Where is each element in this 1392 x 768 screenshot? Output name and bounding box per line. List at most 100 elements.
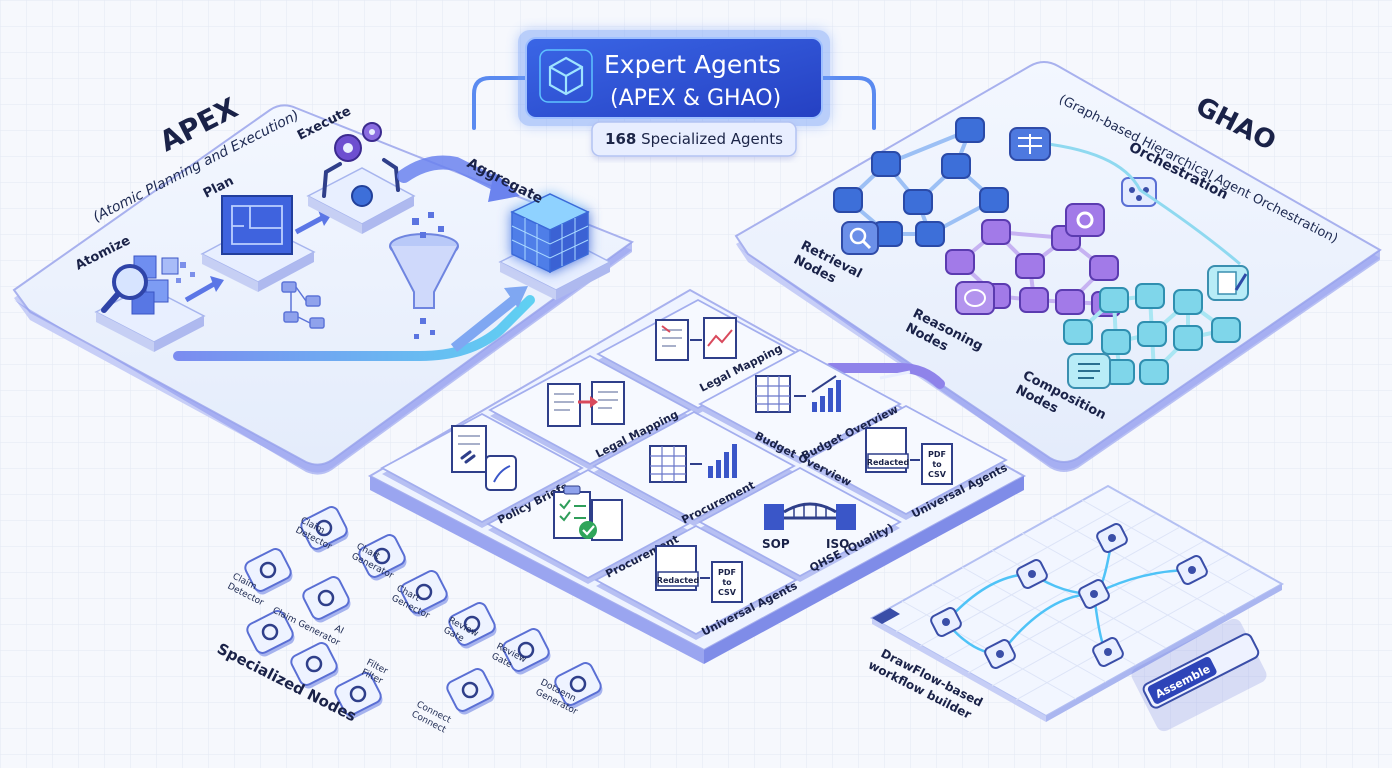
drawflow-node-icon: [1090, 590, 1098, 598]
node-glyph-icon: [373, 547, 391, 565]
blueprint-icon: [221, 195, 293, 255]
flow-arrow-icon: [397, 155, 507, 193]
document-icon: [1067, 353, 1111, 389]
reasoning-node: [1089, 255, 1119, 281]
legal-mapping-icon: [547, 381, 625, 427]
redact-pdf-icon: Redacted PDF to CSV: [655, 545, 743, 603]
specialized-node[interactable]: [501, 627, 551, 674]
aggregate-step: [498, 193, 612, 300]
composition-node: [1099, 287, 1129, 313]
checklist-icon: [553, 485, 623, 541]
legal-mapping-icon: [655, 317, 737, 361]
specialized-node[interactable]: [289, 641, 339, 688]
iso-label: ISO: [826, 537, 849, 551]
specialized-node[interactable]: [301, 575, 351, 622]
retrieval-node: [871, 151, 901, 177]
node-glyph-icon: [349, 685, 367, 703]
specialized-node[interactable]: [245, 609, 295, 656]
tile-budget-overview[interactable]: [698, 348, 902, 460]
sop-label: SOP: [762, 537, 790, 551]
retrieval-node: [903, 189, 933, 215]
composition-graph: [1063, 283, 1241, 385]
gear-icon: [1065, 203, 1105, 237]
pdf-label: PDF: [718, 568, 736, 577]
flow-line: [825, 363, 945, 389]
node-glyph-icon: [415, 583, 433, 601]
orchestration-link: [1029, 140, 1241, 266]
robot-arm-icon: [322, 158, 400, 198]
apex-panel: [12, 104, 635, 475]
flowchart-icon: [281, 281, 325, 329]
specialized-node[interactable]: [299, 505, 349, 552]
data-cube-icon: [510, 193, 590, 274]
reasoning-node: [981, 219, 1011, 245]
to-label: to: [932, 460, 942, 469]
drawflow-nodes: [930, 523, 1208, 669]
node-glyph-icon: [305, 655, 323, 673]
drawflow-canvas: [869, 484, 1285, 722]
pdf-label: PDF: [928, 450, 946, 459]
specialized-node[interactable]: [445, 667, 495, 714]
spreadsheet-chart-icon: [649, 444, 737, 483]
hero-badge: Expert Agents (APEX & GHAO): [518, 30, 830, 126]
composition-node: [1101, 329, 1131, 355]
redact-pdf-icon: Redacted PDF to CSV: [865, 427, 953, 485]
tile-legal-mapping-left[interactable]: [488, 354, 692, 466]
node-glyph-icon: [569, 675, 587, 693]
agent-count: 168 Specialized Agents: [605, 130, 783, 148]
magnifier-icon: [101, 264, 148, 313]
tile-qhse[interactable]: [698, 466, 902, 578]
gear-icon: [334, 122, 382, 207]
specialized-node[interactable]: [447, 601, 497, 648]
cube-logo-icon: [539, 49, 593, 103]
arrow-head-icon: [488, 172, 520, 202]
node-glyph-icon: [463, 615, 481, 633]
reasoning-node: [1055, 289, 1085, 315]
node-glyph-icon: [317, 589, 335, 607]
hero-title: Expert Agents: [604, 50, 781, 79]
agent-count-pill: 168 Specialized Agents: [591, 121, 797, 157]
csv-label: CSV: [718, 588, 737, 597]
reasoning-node: [945, 249, 975, 275]
reasoning-node: [1015, 253, 1045, 279]
node-glyph-icon: [517, 641, 535, 659]
policy-brief-icon: [451, 425, 517, 491]
assemble-button[interactable]: Assemble: [1129, 616, 1269, 734]
arrow-head-icon: [210, 276, 224, 292]
document-pen-icon: [1207, 265, 1249, 301]
redacted-label: Redacted: [867, 458, 910, 467]
magnifier-icon: [841, 221, 879, 255]
retrieval-node: [915, 221, 945, 247]
specialized-node[interactable]: [243, 547, 293, 594]
flow-line: [450, 296, 518, 352]
retrieval-node: [941, 153, 971, 179]
arrow-head-icon: [504, 286, 528, 308]
bridge-icon: [764, 502, 856, 530]
drawflow-node-icon: [942, 618, 950, 626]
specialized-node[interactable]: [333, 671, 383, 718]
specialized-node[interactable]: [357, 533, 407, 580]
orchestration-node: [1121, 177, 1157, 207]
brain-icon: [955, 281, 995, 315]
specialized-node[interactable]: [553, 661, 603, 708]
drawflow-node-icon: [996, 650, 1004, 658]
composition-node: [1173, 289, 1203, 315]
specialized-node-label: AI: [333, 624, 345, 637]
drawflow-node-icon: [1028, 570, 1036, 578]
csv-label: CSV: [928, 470, 947, 479]
agent-tiles: [380, 298, 1008, 640]
specialized-node[interactable]: [399, 569, 449, 616]
retrieval-node: [833, 187, 863, 213]
tile-procurement-center[interactable]: [592, 410, 796, 522]
plan-step: [200, 195, 316, 292]
arrow-icon: [294, 215, 324, 235]
table-icon: [1009, 127, 1051, 161]
node-glyph-icon: [261, 623, 279, 641]
atomize-step: [94, 255, 206, 352]
flow-line: [173, 295, 535, 361]
hero-subtitle: (APEX & GHAO): [610, 86, 781, 111]
retrieval-graph: [833, 117, 1009, 247]
drawflow-node-icon: [1108, 534, 1116, 542]
composition-node: [1063, 319, 1093, 345]
